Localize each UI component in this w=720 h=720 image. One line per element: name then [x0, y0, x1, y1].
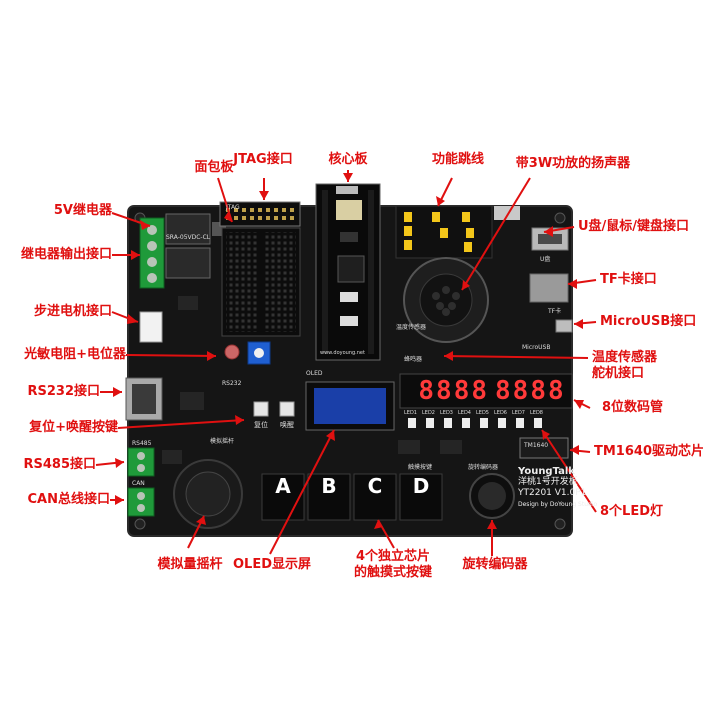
led-label: LED1	[404, 410, 417, 416]
callout-touch-2: 的触摸式按键	[353, 565, 432, 580]
callout-encoder: 旋转编码器	[462, 557, 528, 572]
usb-silk: U盘	[540, 256, 551, 263]
touch-silk: 触摸按键	[408, 464, 433, 471]
callout-joystick: 模拟量摇杆	[157, 557, 223, 572]
rs232-silk: RS232	[222, 380, 242, 387]
callout-stepper: 步进电机接口	[33, 304, 112, 319]
tm1640-silk: TM1640	[524, 442, 549, 449]
callout-servo: 舵机接口	[592, 366, 645, 381]
buzzer-silk: 蜂鸣器	[404, 356, 423, 363]
rs485-silk: RS485	[132, 440, 152, 447]
relay-1	[165, 213, 211, 245]
seven-segment-digits: 8 8 8 8 8 8 8 8	[406, 374, 576, 408]
callout-arrowheads	[113, 173, 584, 529]
reset-silk: 复位	[254, 421, 268, 429]
callout-microusb: MicroUSB接口	[600, 314, 697, 329]
seg-digit: 8	[530, 376, 546, 406]
callout-led8: 8个LED灯	[600, 504, 664, 519]
callout-breadboard: 面包板	[194, 160, 234, 175]
stepper-connector	[139, 311, 163, 343]
mount-hole	[554, 518, 566, 530]
microusb-port	[555, 319, 573, 333]
callout-temp-sensor: 温度传感器	[592, 350, 658, 365]
led-label: LED5	[476, 410, 489, 416]
touch-key-row: A B C D	[262, 474, 442, 520]
dht-silk: 温度传感器	[396, 324, 427, 331]
can-silk: CAN	[132, 480, 145, 487]
brand-text: YoungTalk	[518, 466, 575, 477]
callout-oled: OLED显示屏	[232, 557, 311, 572]
callout-relay-output: 继电器输出接口	[20, 247, 112, 262]
seg-digit: 8	[512, 376, 529, 406]
jtag-silk: JTAG	[226, 204, 240, 211]
touch-key-c[interactable]: C	[367, 474, 383, 498]
wake-silk: 唤醒	[280, 421, 294, 429]
relay-label: SRA-05VDC-CL	[166, 234, 211, 241]
led-label: LED4	[458, 410, 471, 416]
led-label: LED7	[512, 410, 525, 416]
core-url-silk: www.doyoung.net	[320, 350, 365, 356]
mount-hole	[134, 518, 146, 530]
seg-digit: 8	[547, 376, 564, 406]
led-label: LED3	[440, 410, 453, 416]
callout-func-jumper: 功能跳线	[431, 152, 484, 167]
tf-silk: TF卡	[548, 308, 562, 315]
seg-digit: 8	[495, 376, 511, 406]
callout-tm1640: TM1640驱动芯片	[594, 444, 704, 459]
callout-can: CAN总线接口	[27, 492, 110, 507]
joystick-silk: 模拟摇杆	[210, 438, 235, 445]
callout-reset-wake: 复位+唤醒按键	[29, 420, 118, 435]
led-row	[408, 418, 542, 428]
seg-digit: 8	[453, 376, 470, 406]
board-name: 洋桃1号开发板	[518, 477, 578, 487]
relay-2	[165, 247, 211, 279]
jtag-connector	[219, 201, 301, 227]
photoresistor	[224, 344, 240, 360]
touch-key-d[interactable]: D	[412, 474, 430, 498]
led-label: LED8	[530, 410, 543, 416]
touch-key-A	[261, 473, 305, 521]
touch-key-B	[307, 473, 351, 521]
callout-core-board: 核心板	[328, 152, 368, 167]
touch-key-C	[353, 473, 397, 521]
callout-relay-5v: 5V继电器	[53, 203, 112, 218]
touch-key-b[interactable]: B	[321, 474, 337, 498]
seven-segment-display	[399, 373, 573, 409]
callout-jtag: JTAG接口	[233, 152, 293, 167]
callout-ldr-pot: 光敏电阻+电位器	[24, 347, 126, 362]
wake-button	[279, 401, 295, 417]
callout-speaker: 带3W功放的扬声器	[515, 156, 631, 171]
touch-key-a[interactable]: A	[275, 474, 291, 498]
touch-key-D	[399, 473, 443, 521]
board-brand-block: YoungTalk 洋桃1号开发板 YT2201 V1.0P1 Design b…	[518, 466, 597, 510]
seg-digit: 8	[436, 376, 452, 406]
callout-rs485: RS485接口	[23, 457, 96, 472]
oled-silk: OLED	[306, 370, 323, 377]
callout-seg8: 8位数码管	[602, 400, 664, 415]
mount-hole	[554, 212, 566, 224]
tf-card-slot	[529, 273, 569, 303]
callout-touch-1: 4个独立芯片	[355, 549, 431, 564]
seg-digit: 8	[418, 376, 435, 406]
reset-button	[253, 401, 269, 417]
microusb-silk: MicroUSB	[522, 344, 551, 351]
encoder-silk: 旋转编码器	[468, 464, 499, 471]
seg-digit: 8	[471, 376, 487, 406]
led-label: LED2	[422, 410, 435, 416]
callout-usb: U盘/鼠标/键盘接口	[578, 219, 690, 234]
design-credit: Design by DoYoung Studio	[518, 501, 598, 508]
led-silk-row: LED1 LED2 LED3 LED4 LED5 LED6 LED7 LED8	[404, 410, 546, 416]
callout-tf: TF卡接口	[600, 272, 657, 287]
callout-rs232: RS232接口	[27, 384, 100, 399]
board-model: YT2201 V1.0P1	[518, 488, 587, 498]
led-label: LED6	[494, 410, 507, 416]
